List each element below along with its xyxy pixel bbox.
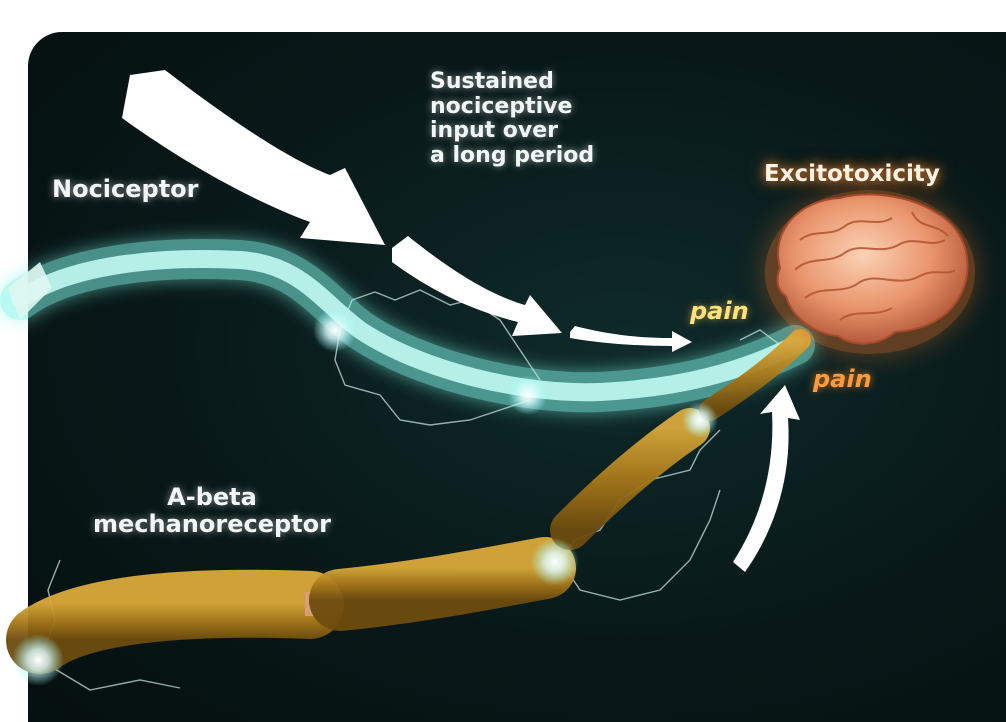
- upward-arrow-icon: [733, 385, 800, 572]
- pain-label-lower: pain: [813, 366, 872, 393]
- nociceptor-label: Nociceptor: [52, 176, 199, 203]
- brain-icon: [765, 190, 975, 354]
- excitotoxicity-label: Excitotoxicity: [764, 162, 940, 188]
- abeta-mechanoreceptor-label: A-beta mechanoreceptor: [62, 484, 362, 538]
- curved-arrow-icon: [122, 70, 692, 352]
- sustained-input-label: Sustained nociceptive input over a long …: [430, 70, 594, 169]
- pain-label-upper: pain: [690, 298, 749, 325]
- nociceptor-fiber: [8, 259, 795, 392]
